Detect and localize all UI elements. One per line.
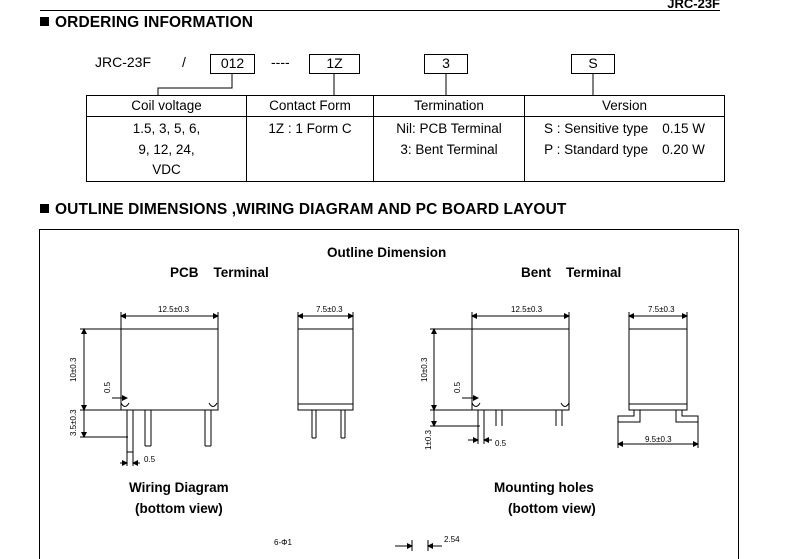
col-coil-voltage: Coil voltage [86,95,247,117]
code-box-contact: 1Z [309,54,360,74]
cell-version: S : Sensitive type 0.15 W P : Standard t… [524,116,725,182]
dim-bent-pinw-label: 0.5 [453,381,462,393]
cell-termination: Nil: PCB Terminal 3: Bent Terminal [373,116,525,182]
bullet-square-icon [40,17,49,26]
contact-form-line: 1Z : 1 Form C [268,121,352,136]
dim-bent-height-label: 10±0.3 [420,357,429,382]
termination-line: 3: Bent Terminal [400,141,498,157]
outline-dimension-label: Outline Dimension [327,245,447,260]
document-model-header: JRC-23F [667,0,720,11]
bullet-square-icon [40,204,49,213]
dim-pinw-bottom-label: 0.5 [144,455,156,464]
dim-width-label: 12.5±0.3 [158,305,190,314]
dim-bent-depth-label: 7.5±0.3 [648,305,675,314]
version-line: P : Standard type 0.20 W [525,140,724,161]
dim-bent-pin-label: 1±0.3 [424,429,433,450]
mounting-bottom-view-label: (bottom view) [508,501,596,516]
dim-height-label: 10±0.3 [69,357,78,382]
dim-pinw-label: 0.5 [103,381,112,393]
code-slash: / [182,54,186,70]
coil-voltage-line: VDC [152,162,181,177]
wiring-bottom-view-label: (bottom view) [135,501,223,516]
dim-bent-width-label: 12.5±0.3 [511,305,543,314]
holes-label: 6-Φ1 [274,538,292,547]
code-leader-lines [157,74,594,95]
pcb-side-view [297,312,354,439]
dim-pinlen-label: 3.5±0.3 [69,409,78,436]
ordering-table-header: Coil voltage Contact Form Termination Ve… [86,95,725,117]
col-contact-form: Contact Form [246,95,374,117]
bent-terminal-label: Bent Terminal [521,265,622,280]
coil-voltage-line: 9, 12, 24, [138,141,195,157]
version-label: S : Sensitive type [543,121,649,136]
drawing-frame [39,229,739,559]
outline-section-title: OUTLINE DIMENSIONS ,WIRING DIAGRAM AND P… [40,201,566,219]
header-rule [40,10,720,11]
code-dashes: ---- [271,54,290,70]
pitch-label: 2.54 [444,535,460,544]
version-label: P : Standard type [544,141,649,157]
cell-contact-form: 1Z : 1 Form C [246,116,374,182]
ordering-table: Coil voltage Contact Form Termination Ve… [86,95,725,182]
outline-title-text: OUTLINE DIMENSIONS ,WIRING DIAGRAM AND P… [55,201,567,218]
ordering-section-title: ORDERING INFORMATION [40,14,253,32]
termination-line: Nil: PCB Terminal [396,121,502,136]
coil-voltage-line: 1.5, 3, 5, 6, [132,121,201,136]
model-code: JRC-23F [95,54,152,70]
dim-bent-pinw-bottom-label: 0.5 [495,439,507,448]
version-power: 0.20 W [662,141,705,157]
code-box-version: S [571,54,615,74]
pcb-front-view [80,312,219,466]
bent-side-view [617,312,699,448]
dim-bent-span-label: 9.5±0.3 [645,435,672,444]
version-power: 0.15 W [662,121,706,136]
dim-depth-label: 7.5±0.3 [316,305,343,314]
code-box-coil: 012 [210,54,255,74]
code-box-termination: 3 [424,54,468,74]
ordering-title-text: ORDERING INFORMATION [55,14,254,31]
pitch-dimension [395,540,442,551]
version-line: S : Sensitive type 0.15 W [525,119,724,140]
wiring-diagram-label: Wiring Diagram [129,480,229,495]
mounting-holes-label: Mounting holes [494,480,594,495]
col-termination: Termination [373,95,525,117]
col-version: Version [524,95,725,117]
ordering-table-row: 1.5, 3, 5, 6, 9, 12, 24, VDC 1Z : 1 Form… [86,116,725,182]
bent-front-view [430,312,570,444]
pcb-terminal-label: PCB Terminal [170,265,269,280]
